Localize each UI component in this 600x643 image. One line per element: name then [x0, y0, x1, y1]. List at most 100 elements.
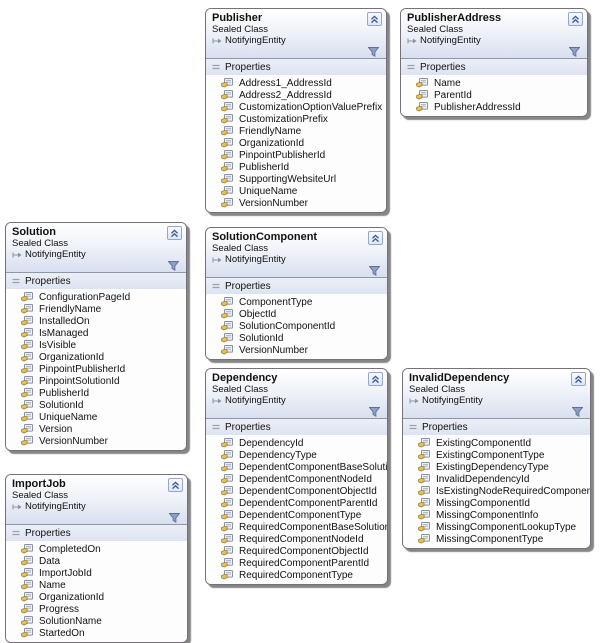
property-row[interactable]: VersionNumber [206, 197, 386, 209]
property-row[interactable]: PinpointSolutionId [6, 375, 186, 387]
filter-icon[interactable] [569, 47, 580, 57]
collapse-button[interactable] [368, 372, 383, 386]
property-row[interactable]: ExistingComponentType [403, 449, 590, 461]
property-row[interactable]: MissingComponentInfo [403, 509, 590, 521]
property-row[interactable]: UniqueName [6, 411, 186, 423]
properties-compartment-header[interactable]: Properties [6, 525, 187, 541]
property-row[interactable]: RequiredComponentType [206, 569, 387, 581]
property-row[interactable]: Progress [6, 603, 187, 615]
collapse-button[interactable] [368, 231, 383, 245]
property-row[interactable]: RequiredComponentParentId [206, 557, 387, 569]
property-row[interactable]: VersionNumber [6, 435, 186, 447]
class-header[interactable]: ImportJob Sealed Class NotifyingEntity [6, 475, 187, 525]
property-row[interactable]: OrganizationId [6, 591, 187, 603]
property-row[interactable]: DependencyId [206, 437, 387, 449]
property-row[interactable]: FriendlyName [206, 125, 386, 137]
property-row[interactable]: RequiredComponentNodeId [206, 533, 387, 545]
class-box-solution[interactable]: Solution Sealed Class NotifyingEntity Pr… [5, 222, 187, 451]
property-row[interactable]: DependentComponentObjectId [206, 485, 387, 497]
property-row[interactable]: DependentComponentType [206, 509, 387, 521]
property-row[interactable]: SolutionComponentId [206, 320, 387, 332]
class-box-dependency[interactable]: Dependency Sealed Class NotifyingEntity … [205, 368, 388, 585]
property-row[interactable]: RequiredComponentBaseSolutionId [206, 521, 387, 533]
property-row[interactable]: PinpointPublisherId [6, 363, 186, 375]
class-box-invalid-dependency[interactable]: InvalidDependency Sealed Class Notifying… [402, 368, 591, 549]
collapse-button[interactable] [167, 226, 182, 240]
properties-compartment-header[interactable]: Properties [206, 419, 387, 435]
property-row[interactable]: SolutionId [206, 332, 387, 344]
class-box-import-job[interactable]: ImportJob Sealed Class NotifyingEntity P… [5, 474, 188, 643]
property-row[interactable]: CustomizationOptionValuePrefix [206, 101, 386, 113]
class-header[interactable]: InvalidDependency Sealed Class Notifying… [403, 369, 590, 419]
filter-icon[interactable] [369, 407, 380, 417]
property-row[interactable]: FriendlyName [6, 303, 186, 315]
property-row[interactable]: ComponentType [206, 296, 387, 308]
class-header[interactable]: PublisherAddress Sealed Class NotifyingE… [401, 9, 587, 59]
property-row[interactable]: MissingComponentLookupType [403, 521, 590, 533]
property-row[interactable]: StartedOn [6, 627, 187, 639]
property-row[interactable]: InstalledOn [6, 315, 186, 327]
property-row[interactable]: PinpointPublisherId [206, 149, 386, 161]
property-row[interactable]: SolutionName [6, 615, 187, 627]
property-row[interactable]: DependentComponentBaseSolutionId [206, 461, 387, 473]
property-row[interactable]: ExistingDependencyType [403, 461, 590, 473]
filter-icon[interactable] [572, 407, 583, 417]
property-row[interactable]: UniqueName [206, 185, 386, 197]
class-header[interactable]: SolutionComponent Sealed Class Notifying… [206, 228, 387, 278]
property-row[interactable]: Address2_AddressId [206, 89, 386, 101]
property-row[interactable]: IsVisible [6, 339, 186, 351]
properties-compartment-header[interactable]: Properties [206, 59, 386, 75]
property-name: ObjectId [239, 308, 277, 320]
properties-compartment-header[interactable]: Properties [401, 59, 587, 75]
property-row[interactable]: Name [401, 77, 587, 89]
class-header[interactable]: Solution Sealed Class NotifyingEntity [6, 223, 186, 273]
property-row[interactable]: IsExistingNodeRequiredComponent [403, 485, 590, 497]
properties-compartment-header[interactable]: Properties [6, 273, 186, 289]
filter-icon[interactable] [169, 513, 180, 523]
property-row[interactable]: PublisherId [6, 387, 186, 399]
property-row[interactable]: SupportingWebsiteUrl [206, 173, 386, 185]
class-box-solution-component[interactable]: SolutionComponent Sealed Class Notifying… [205, 227, 388, 360]
properties-compartment-header[interactable]: Properties [403, 419, 590, 435]
property-row[interactable]: DependencyType [206, 449, 387, 461]
class-box-publisher-address[interactable]: PublisherAddress Sealed Class NotifyingE… [400, 8, 588, 117]
property-row[interactable]: VersionNumber [206, 344, 387, 356]
property-row[interactable]: CompletedOn [6, 543, 187, 555]
property-row[interactable]: ObjectId [206, 308, 387, 320]
property-row[interactable]: ConfigurationPageId [6, 291, 186, 303]
property-row[interactable]: Version [6, 423, 186, 435]
filter-icon[interactable] [368, 47, 379, 57]
property-name: DependentComponentObjectId [239, 485, 377, 497]
property-row[interactable]: RequiredComponentObjectId [206, 545, 387, 557]
collapse-button[interactable] [367, 12, 382, 26]
property-row[interactable]: Address1_AddressId [206, 77, 386, 89]
property-name: FriendlyName [239, 125, 302, 137]
collapse-button[interactable] [571, 372, 586, 386]
property-row[interactable]: MissingComponentType [403, 533, 590, 545]
property-row[interactable]: DependentComponentNodeId [206, 473, 387, 485]
property-row[interactable]: IsManaged [6, 327, 186, 339]
property-row[interactable]: Data [6, 555, 187, 567]
filter-icon[interactable] [168, 261, 179, 271]
class-header[interactable]: Dependency Sealed Class NotifyingEntity [206, 369, 387, 419]
property-row[interactable]: InvalidDependencyId [403, 473, 590, 485]
property-row[interactable]: Name [6, 579, 187, 591]
property-row[interactable]: CustomizationPrefix [206, 113, 386, 125]
property-icon [221, 102, 233, 112]
property-row[interactable]: ExistingComponentId [403, 437, 590, 449]
property-row[interactable]: ParentId [401, 89, 587, 101]
property-row[interactable]: PublisherId [206, 161, 386, 173]
property-row[interactable]: SolutionId [6, 399, 186, 411]
property-row[interactable]: OrganizationId [206, 137, 386, 149]
class-header[interactable]: Publisher Sealed Class NotifyingEntity [206, 9, 386, 59]
property-row[interactable]: OrganizationId [6, 351, 186, 363]
property-row[interactable]: PublisherAddressId [401, 101, 587, 113]
property-row[interactable]: ImportJobId [6, 567, 187, 579]
property-row[interactable]: DependentComponentParentId [206, 497, 387, 509]
properties-compartment-header[interactable]: Properties [206, 278, 387, 294]
filter-icon[interactable] [369, 266, 380, 276]
collapse-button[interactable] [568, 12, 583, 26]
property-row[interactable]: MissingComponentId [403, 497, 590, 509]
collapse-button[interactable] [168, 478, 183, 492]
class-box-publisher[interactable]: Publisher Sealed Class NotifyingEntity P… [205, 8, 387, 213]
